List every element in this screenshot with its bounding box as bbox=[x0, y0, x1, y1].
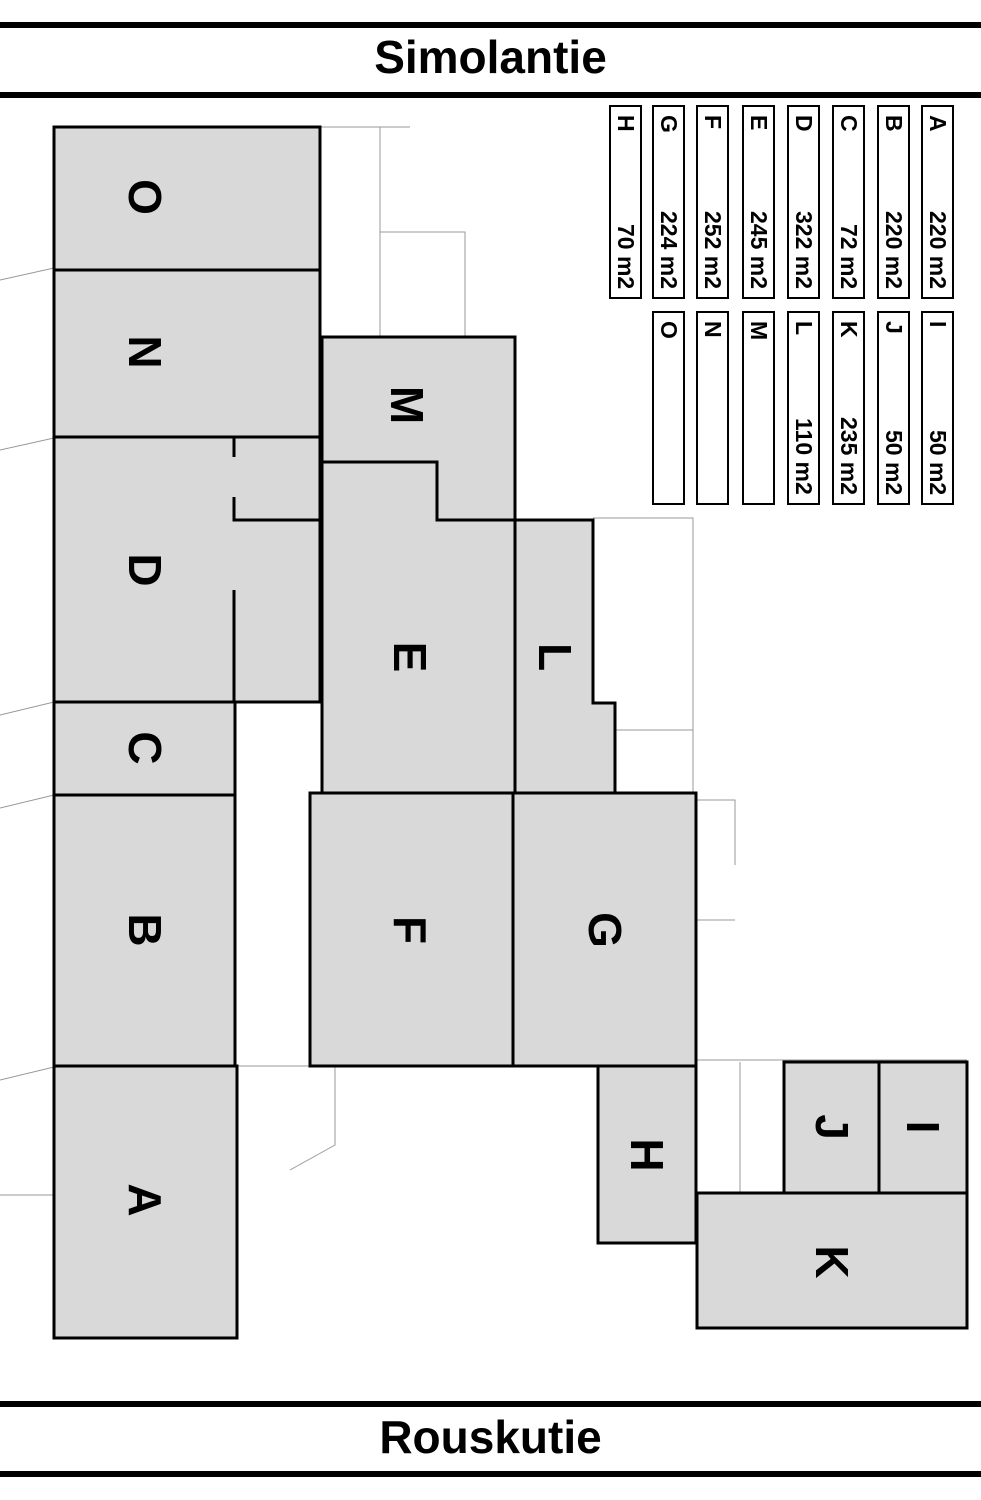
room-label-I: I bbox=[897, 1120, 949, 1134]
legend-area: 245 m2 bbox=[746, 210, 772, 289]
legend-item-e: E 245 m2 bbox=[742, 105, 775, 299]
legend-letter: M bbox=[746, 321, 772, 341]
room-label-B: B bbox=[119, 913, 171, 947]
bottom-divider-2 bbox=[0, 1471, 981, 1477]
legend-area: 110 m2 bbox=[791, 418, 817, 495]
room-label-D: D bbox=[119, 553, 171, 587]
legend-letter: L bbox=[791, 321, 817, 336]
street-bottom: Rouskutie bbox=[379, 1411, 602, 1463]
legend-letter: F bbox=[700, 115, 726, 130]
room-N[interactable] bbox=[52, 268, 322, 439]
room-label-M: M bbox=[381, 385, 433, 425]
legend-item-l: L 110 m2 bbox=[787, 311, 820, 505]
legend-area: 72 m2 bbox=[836, 223, 862, 289]
top-divider-2 bbox=[0, 92, 981, 98]
legend-item-h: H 70 m2 bbox=[609, 105, 642, 299]
room-D-walls bbox=[232, 437, 320, 702]
legend-area: 50 m2 bbox=[881, 429, 907, 495]
room-label-G: G bbox=[579, 912, 631, 948]
room-O[interactable] bbox=[52, 125, 322, 272]
legend-area: 252 m2 bbox=[700, 210, 726, 289]
legend-item-g: G 224 m2 bbox=[652, 105, 685, 299]
room-G[interactable] bbox=[511, 791, 698, 1068]
street-top: Simolantie bbox=[374, 31, 607, 83]
legend-letter: J bbox=[881, 321, 907, 334]
background-plan-lines bbox=[0, 126, 967, 1196]
room-label-L: L bbox=[529, 642, 581, 672]
legend-item-k: K 235 m2 bbox=[832, 311, 865, 505]
legend-letter: B bbox=[881, 115, 907, 132]
legend-area: 224 m2 bbox=[656, 210, 682, 289]
legend-item-c: C 72 m2 bbox=[832, 105, 865, 299]
legend-letter: O bbox=[656, 321, 682, 339]
legend-letter: E bbox=[746, 115, 772, 131]
legend-item-j: J 50 m2 bbox=[877, 311, 910, 505]
legend-area: 220 m2 bbox=[881, 210, 907, 289]
room-label-K: K bbox=[806, 1245, 858, 1279]
room-label-J: J bbox=[806, 1114, 858, 1140]
legend-letter: G bbox=[656, 115, 682, 133]
legend-area: 322 m2 bbox=[791, 210, 817, 289]
legend-item-d: D 322 m2 bbox=[787, 105, 820, 299]
room-C[interactable] bbox=[52, 700, 237, 797]
legend-letter: K bbox=[836, 321, 862, 338]
bottom-divider bbox=[0, 1401, 981, 1407]
legend-area: 50 m2 bbox=[925, 429, 951, 495]
legend-item-i: I 50 m2 bbox=[921, 311, 954, 505]
room-H[interactable] bbox=[596, 1064, 698, 1245]
room-label-C: C bbox=[119, 731, 171, 765]
room-label-N: N bbox=[119, 335, 171, 369]
legend-area: 70 m2 bbox=[613, 223, 639, 289]
room-label-A: A bbox=[119, 1183, 171, 1217]
legend-area: 235 m2 bbox=[836, 416, 862, 495]
legend-letter: N bbox=[700, 321, 726, 338]
top-divider bbox=[0, 22, 981, 28]
legend-item-n: N bbox=[696, 311, 729, 505]
legend-item-m: M bbox=[742, 311, 775, 505]
legend-letter: D bbox=[791, 115, 817, 132]
room-label-O: O bbox=[119, 179, 171, 215]
legend-item-f: F 252 m2 bbox=[696, 105, 729, 299]
legend-letter: A bbox=[925, 115, 951, 132]
legend-letter: I bbox=[925, 321, 951, 328]
room-label-F: F bbox=[384, 915, 436, 945]
room-D[interactable] bbox=[52, 435, 322, 704]
legend-area: 220 m2 bbox=[925, 210, 951, 289]
legend-letter: C bbox=[836, 115, 862, 132]
room-label-E: E bbox=[384, 641, 436, 673]
room-A[interactable] bbox=[52, 1064, 239, 1340]
room-J[interactable] bbox=[782, 1060, 881, 1195]
legend-item-a: A 220 m2 bbox=[921, 105, 954, 299]
room-B[interactable] bbox=[52, 793, 237, 1068]
room-label-H: H bbox=[621, 1138, 673, 1172]
legend-item-b: B 220 m2 bbox=[877, 105, 910, 299]
legend-item-o: O bbox=[652, 311, 685, 505]
legend-letter: H bbox=[613, 115, 639, 132]
room-K[interactable] bbox=[695, 1191, 969, 1330]
